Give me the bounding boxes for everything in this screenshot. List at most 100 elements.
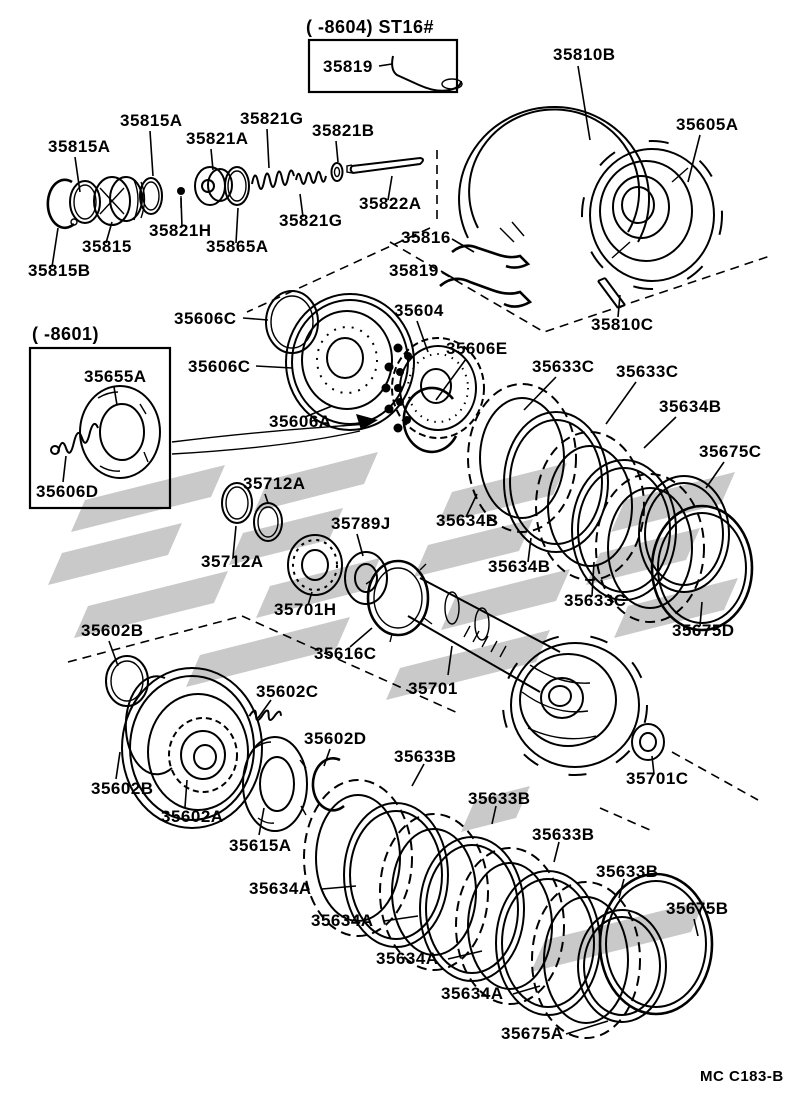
leader-line	[264, 493, 269, 504]
leader-line	[335, 140, 339, 163]
part-label: 35810B	[553, 45, 616, 64]
part-label: MC C183-B	[700, 1068, 784, 1085]
thrust-bearing-35701H	[287, 534, 343, 596]
part-label: 35675D	[672, 621, 735, 640]
leader-line	[105, 221, 113, 244]
part-label: 35822A	[359, 194, 422, 213]
leader-line	[74, 156, 81, 193]
part-label: 35821G	[279, 211, 343, 230]
part-labels-layer: ( -8604) ST16#3581935810B35605A35815A358…	[28, 17, 784, 1085]
leader-line	[577, 65, 591, 141]
part-label: 35602B	[91, 779, 154, 798]
part-label: 35605A	[676, 115, 739, 134]
leader-line	[232, 525, 237, 558]
leader-line	[605, 381, 637, 425]
retainer-35616C	[365, 559, 433, 643]
part-label: 35633B	[596, 862, 659, 881]
leader-line	[687, 134, 701, 183]
part-label: 35815A	[120, 111, 183, 130]
leader-line	[304, 405, 333, 418]
part-label: 35810C	[591, 315, 654, 334]
part-label: 35633C	[532, 357, 595, 376]
leader-line	[618, 878, 625, 899]
leader-line	[378, 63, 393, 67]
part-label: 35634B	[659, 397, 722, 416]
part-label: 35819	[323, 57, 373, 76]
part-label: 35606A	[269, 412, 332, 431]
part-label: 35712A	[201, 552, 264, 571]
st16-subassembly-box	[307, 38, 459, 94]
leader-line	[705, 461, 725, 489]
part-label: 35701C	[626, 769, 689, 788]
leader-line	[523, 376, 557, 411]
part-label: 35634A	[311, 911, 374, 930]
leader-line	[266, 128, 270, 169]
part-label: ( -8601)	[32, 324, 99, 344]
band-clip-35819	[439, 277, 533, 308]
part-label: 35606D	[36, 482, 99, 501]
leader-line	[565, 1020, 609, 1035]
leader-line	[180, 197, 183, 228]
part-label: 35819	[389, 261, 439, 280]
leader-line	[51, 227, 59, 268]
leader-line	[242, 317, 269, 321]
output-shaft-drum-35701	[407, 577, 648, 776]
part-label: 35606C	[188, 357, 251, 376]
leader-line	[108, 640, 119, 667]
part-label: 35821H	[149, 221, 212, 240]
leader-line	[643, 416, 677, 449]
leader-line	[617, 294, 621, 318]
part-label: 35615A	[229, 836, 292, 855]
leader-line	[651, 755, 655, 775]
leader-line	[321, 885, 357, 890]
leader-line	[435, 358, 467, 401]
part-label: 35712A	[243, 474, 306, 493]
leader-line	[323, 748, 331, 767]
part-label: 35602A	[161, 807, 224, 826]
leader-line	[258, 807, 265, 836]
section-dashed-lines	[67, 150, 771, 831]
leader-line	[115, 751, 121, 780]
part-label: 35633C	[616, 362, 679, 381]
part-label: 35634A	[441, 984, 504, 1003]
part-label: 35633B	[468, 789, 531, 808]
part-label: 35633B	[532, 825, 595, 844]
leader-line	[447, 950, 483, 960]
band-strut-35810C	[597, 277, 626, 309]
leader-line	[447, 645, 453, 676]
clutch-pack-lower	[303, 779, 714, 1039]
leader-line	[210, 148, 214, 171]
leader-line	[235, 207, 239, 244]
band-clip-35816	[451, 244, 531, 269]
part-label: 35606C	[174, 309, 237, 328]
part-label: 35634B	[488, 557, 551, 576]
brake-drum-35605A	[581, 140, 723, 290]
part-label: 35604	[394, 301, 444, 320]
part-label: 35602D	[304, 729, 367, 748]
part-label: 35602B	[81, 621, 144, 640]
thrust-washer-35655A	[79, 385, 161, 479]
spring-35606D	[50, 422, 99, 455]
leader-line	[416, 320, 429, 353]
part-label: 35634A	[249, 879, 312, 898]
part-label: 35815B	[28, 261, 91, 280]
alternate-part-arrow	[171, 414, 378, 455]
part-label: 35815	[82, 237, 132, 256]
part-label: 35602C	[256, 682, 319, 701]
part-label: 35633B	[394, 747, 457, 766]
part-label: 35675C	[699, 442, 762, 461]
leader-line	[491, 805, 497, 825]
leader-line	[257, 699, 272, 719]
direct-clutch-assembly	[105, 655, 345, 832]
leader-line	[591, 561, 595, 597]
part-label: 35616C	[314, 644, 377, 663]
part-label: 35701	[408, 679, 458, 698]
part-label: 35821B	[312, 121, 375, 140]
m8601-subassembly-box	[28, 346, 172, 510]
leader-line	[553, 841, 560, 863]
seal-ring-35701C	[631, 723, 665, 761]
part-label: 35675B	[666, 899, 729, 918]
part-label: 35701H	[274, 600, 337, 619]
leader-line	[465, 493, 478, 518]
